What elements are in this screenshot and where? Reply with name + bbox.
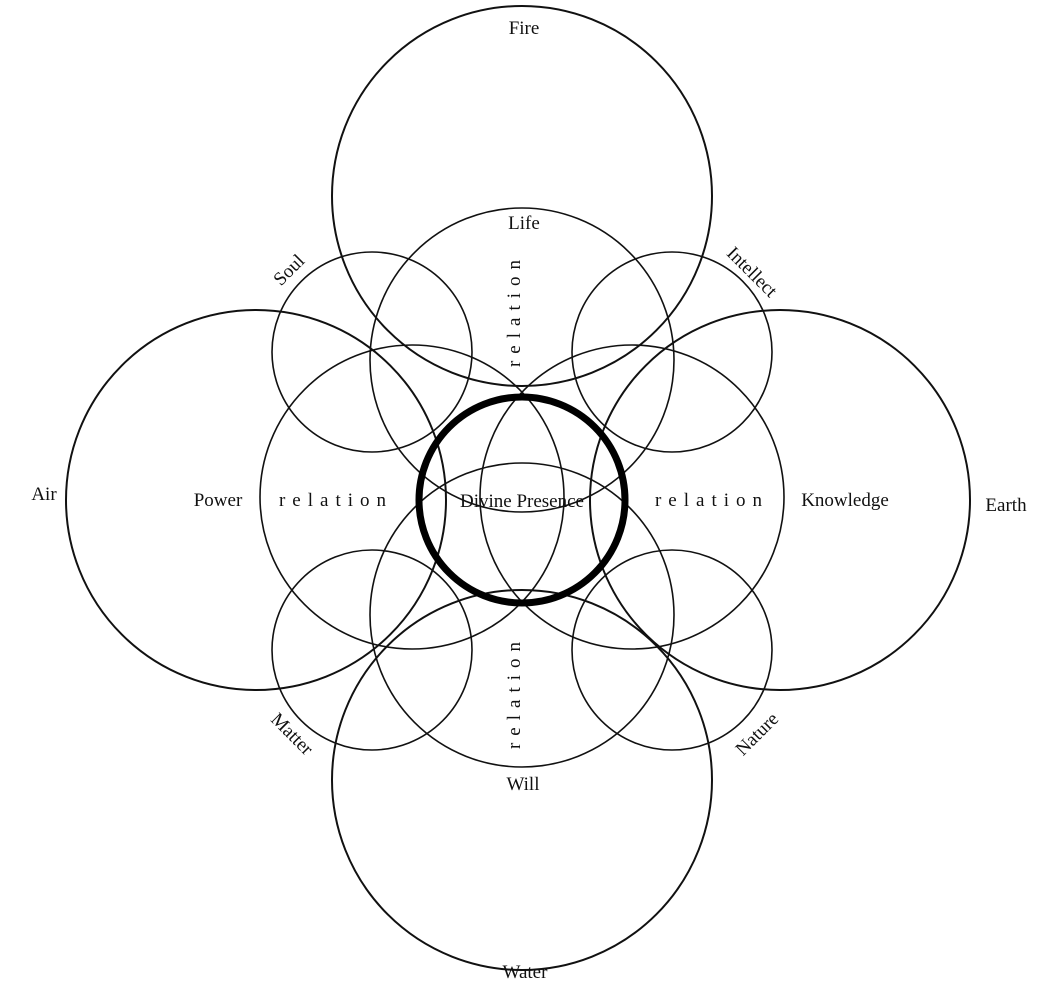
soul-circle (271, 251, 473, 453)
label-earth: Earth (985, 495, 1027, 516)
label-soul: Soul (270, 251, 309, 290)
knowledge-circle (479, 344, 785, 650)
relation-right: relation (655, 490, 769, 511)
label-fire: Fire (509, 18, 540, 39)
label-life: Life (508, 213, 540, 234)
label-water: Water (503, 962, 549, 983)
intellect-circle (571, 251, 773, 453)
label-power: Power (194, 490, 243, 511)
air-circle (65, 309, 447, 691)
matter-circle (271, 549, 473, 751)
label-will: Will (506, 774, 539, 795)
label-intellect: Intellect (722, 243, 781, 302)
life-circle (369, 207, 675, 513)
earth-circle (589, 309, 971, 691)
label-nature: Nature (732, 709, 783, 760)
relation-left: relation (279, 490, 393, 511)
will-circle (369, 462, 675, 768)
label-divine-presence: Divine Presence (460, 491, 584, 512)
label-matter: Matter (266, 709, 317, 760)
water-circle (331, 589, 713, 971)
power-circle (259, 344, 565, 650)
nature-circle (571, 549, 773, 751)
relation-top: relation (504, 253, 525, 367)
label-air: Air (31, 484, 57, 505)
fire-circle (331, 5, 713, 387)
divine-presence-circle (415, 393, 629, 607)
relation-bottom: relation (504, 635, 525, 749)
label-knowledge: Knowledge (801, 490, 889, 511)
